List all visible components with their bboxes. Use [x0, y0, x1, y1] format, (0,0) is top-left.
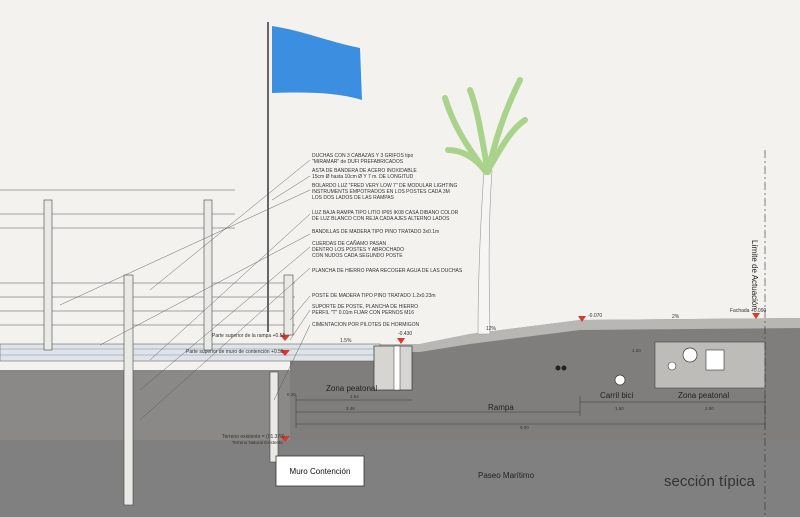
zone-paseo: Paseo Marítimo: [478, 471, 535, 480]
dim-3: 1.50: [615, 406, 624, 411]
dim-4: 2.00: [705, 406, 714, 411]
dim-1: 2.54: [350, 394, 359, 399]
dim-h1: 1.20: [632, 348, 641, 353]
level-terreno: Terreno existente = (01.370): [222, 434, 285, 440]
zone-peatonal-left: Zona peatonal: [326, 384, 377, 393]
level-muro-top: Parte superior de muro de contención +0.…: [186, 349, 284, 355]
note-2: "MIRAMAR" de DUFI PREFABRICADOS: [312, 159, 404, 165]
level-minus-0070: -0.070: [588, 313, 602, 319]
note-13: CON NUDOS CADA SEGUNDO POSTE: [312, 253, 403, 259]
muro-label: Muro Contención: [290, 467, 351, 476]
note-17: PERFIL "T" 0.01m FIJAR CON PERNOS M16: [312, 310, 414, 316]
slope-1: 1.5%: [340, 338, 352, 344]
zone-rampa: Rampa: [488, 403, 514, 412]
dim-total: 9.00: [520, 425, 529, 430]
note-7: LOS DOS LADOS DE LAS RAMPAS: [312, 195, 395, 201]
note-4: 15cm Ø hasta 10cm Ø Y 7 m. DE LONGITUD: [312, 174, 414, 180]
level-minus-0430: -0.430: [398, 331, 412, 337]
note-5: BOLARDO LUZ "FRED VERY LOW 7" DE MODULAR…: [312, 183, 457, 189]
level-markers: [280, 313, 760, 442]
dimension-lines: [295, 395, 766, 428]
ground-surface-light: [370, 318, 800, 352]
dim-2: 3.46: [346, 406, 355, 411]
note-11: CUERDAS DE CAÑAMO PASAN: [312, 240, 386, 247]
note-14: PLANCHA DE HIERRO PARA RECOGER AGUA DE L…: [312, 268, 463, 274]
slope-3: 2%: [672, 314, 680, 320]
section-title: sección típica: [664, 473, 756, 490]
note-9: DE LUZ BLANCO CON REJA CADA AJES ALTERNO…: [312, 216, 450, 222]
level-terreno-sub: Terreno Natural Existente: [232, 440, 283, 445]
note-3: ASTA DE BANDERA DE ACERO INOXIDABLE: [312, 168, 417, 174]
note-16: SUPORTE DE POSTE, PLANCHA DE HIERRO: [312, 304, 418, 310]
palm-tree: [442, 77, 528, 335]
note-1: DUCHAS CON 3 CABAZAS Y 3 GRIFOS tipo: [312, 153, 413, 159]
foundation-pit: [373, 345, 413, 391]
note-15: POSTE DE MADERA TIPO PINO TRATADO 1.2x0.…: [312, 293, 436, 299]
note-10: BANDILLAS DE MADERA TIPO PINO TRATADO 3x…: [312, 229, 439, 235]
boundary-label: Límite de Actuación: [750, 240, 759, 310]
level-fachada: Fachada +0.090: [730, 308, 766, 314]
deep-soil: [0, 440, 800, 517]
zone-peatonal-right: Zona peatonal: [678, 391, 729, 400]
leader-lines: [59, 159, 311, 421]
note-18: CIMENTACION POR PILOTES DE HORMIGON: [312, 322, 420, 328]
dim-h2: 0.20: [287, 392, 296, 397]
muro-contencion-box: [275, 455, 365, 487]
wooden-posts: [43, 199, 294, 506]
note-6: INSTRUMENTS EMPOTRADOS EN LOS POSTES CAD…: [312, 189, 450, 195]
zone-carril-bici: Carril bici: [600, 391, 634, 400]
slope-2: 12%: [486, 326, 497, 332]
level-rampa-top: Parte superior de la rampa +0.55: [212, 333, 285, 339]
note-12: DENTRO LOS POSTES Y ABROCHADO: [312, 247, 404, 253]
flag: [272, 26, 362, 100]
note-8: LUZ BAJA RAMPA TIPO LITIO IP65 IK08 CASA…: [312, 210, 459, 216]
